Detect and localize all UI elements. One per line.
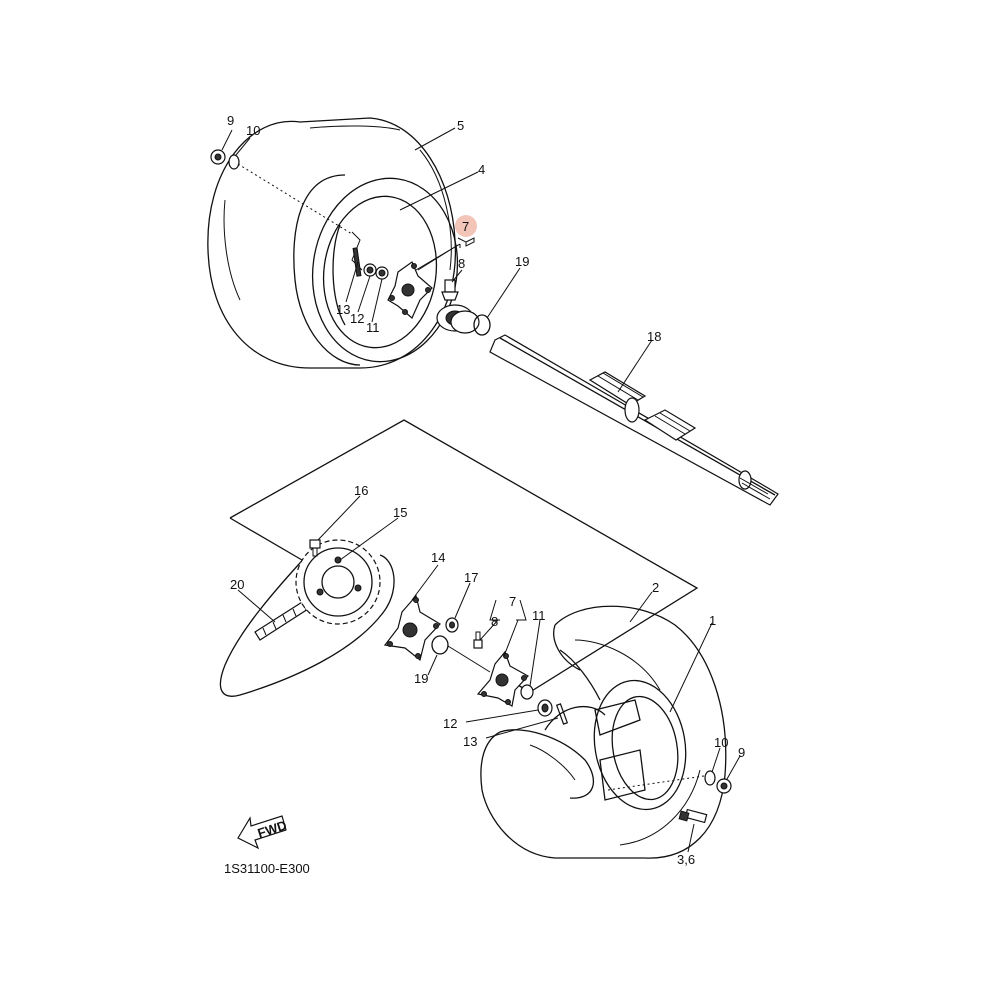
sprocket-bolt-16 (309, 539, 321, 557)
callout-mid-19: 19 (414, 671, 428, 686)
mid-nut-17 (445, 617, 459, 633)
top-wheel-hub (387, 261, 433, 319)
exploded-view-plane (229, 419, 699, 693)
callout-top-12: 12 (350, 311, 364, 326)
leader-lines (221, 127, 741, 853)
callout-top-19: 19 (515, 254, 529, 269)
top-stud-guide-line (237, 163, 353, 235)
callout-mid-1: 1 (709, 613, 716, 628)
top-wheel-studs (352, 247, 389, 280)
diagram-code: 1S31100-E300 (224, 861, 310, 876)
top-bolt-8 (441, 279, 459, 301)
mid-wheel-hub (476, 650, 529, 707)
axis-line-mid (447, 645, 491, 673)
bottom-wheel-inner-tire (499, 706, 606, 799)
callout-top-7: 7 (462, 219, 469, 234)
callout-top-18: 18 (647, 329, 661, 344)
callout-mid-15: 15 (393, 505, 407, 520)
callout-top-10: 10 (246, 123, 260, 138)
callout-bot-9: 9 (738, 745, 745, 760)
drive-chain-loop (219, 551, 395, 697)
callout-bot-10: 10 (714, 735, 728, 750)
top-washer-10 (228, 154, 240, 170)
bottom-wheel-tire (480, 605, 727, 859)
mid-oring-19 (431, 635, 449, 655)
fwd-arrow-icon: FWD (237, 815, 289, 850)
hub-carrier (383, 594, 441, 662)
mid-cotter-pin-13 (555, 703, 569, 725)
callout-bot-13: 13 (463, 734, 477, 749)
callout-mid-20: 20 (230, 577, 244, 592)
top-bearing-hub (436, 304, 480, 334)
callout-mid-8: 8 (491, 614, 498, 629)
callout-numbers: 9 10 5 4 7 8 19 18 13 12 11 16 15 20 14 … (227, 113, 745, 867)
top-wheel-tire (207, 117, 457, 369)
mid-washer-11 (520, 684, 534, 700)
callout-bot-12: 12 (443, 716, 457, 731)
bottom-nut-10-washer (704, 770, 716, 786)
mid-bolt-8 (473, 631, 483, 649)
mid-nut-12 (537, 699, 553, 717)
bottom-stud-guide-line (607, 775, 705, 791)
callout-top-4: 4 (478, 162, 485, 177)
bottom-valve-stud-3-6 (678, 808, 708, 824)
rear-axle (489, 334, 779, 506)
callout-top-13: 13 (336, 302, 350, 317)
bottom-nut-9 (716, 778, 732, 794)
callout-mid-11: 11 (532, 608, 546, 623)
callout-top-5: 5 (457, 118, 464, 133)
callout-top-9: 9 (227, 113, 234, 128)
callout-mid-17: 17 (464, 570, 478, 585)
callout-bot-36: 3,6 (677, 852, 695, 867)
callout-top-8: 8 (458, 256, 465, 271)
top-nut-9 (210, 149, 226, 165)
callout-mid-2: 2 (652, 580, 659, 595)
callout-mid-7: 7 (509, 594, 516, 609)
callout-mid-16: 16 (354, 483, 368, 498)
callout-mid-14: 14 (431, 550, 445, 565)
sprocket (295, 539, 381, 625)
callout-top-11: 11 (366, 320, 380, 335)
fwd-label: FWD (256, 817, 289, 840)
top-oring-19 (473, 314, 491, 336)
bottom-wheel-rim (593, 679, 687, 811)
callout-7-highlight (455, 215, 477, 237)
